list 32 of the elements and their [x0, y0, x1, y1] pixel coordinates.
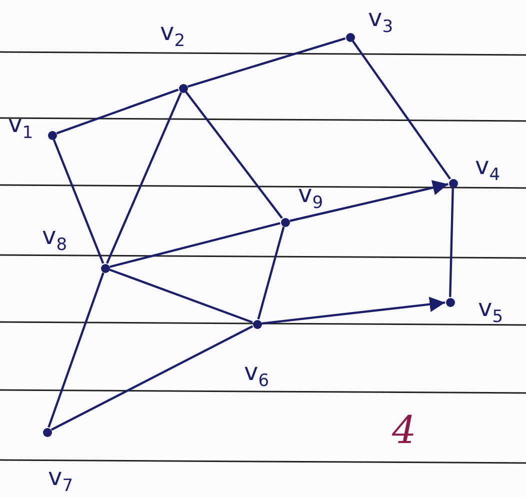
vertex-dot — [448, 178, 458, 188]
edge-line — [110, 222, 280, 268]
edge-line — [52, 139, 104, 264]
vertex-dot — [178, 84, 188, 92]
vertex-label: v$_{1}$ — [8, 112, 34, 142]
edge-line — [109, 268, 253, 324]
vertex-label: v$_{9}$ — [298, 182, 324, 212]
graph-number: 4 — [392, 408, 416, 452]
vertex-dot — [100, 264, 110, 272]
arrow — [262, 296, 446, 325]
vertex-label: v$_{2}$ — [160, 20, 186, 50]
vertex-dot — [252, 320, 262, 328]
edge-line — [352, 40, 452, 180]
vertex-label: v$_{6}$ — [244, 360, 270, 390]
vertex-label: v$_{3}$ — [368, 6, 394, 36]
edge-line — [50, 325, 254, 431]
edge-line — [187, 37, 346, 88]
edge-line — [106, 92, 182, 264]
vertex-dot — [280, 218, 290, 226]
vertex-dot — [346, 32, 354, 42]
vertex-dot — [446, 298, 454, 306]
edge-line — [449, 188, 454, 298]
edge-line — [56, 88, 179, 134]
vertex-dot — [42, 428, 52, 436]
vertex-dot — [48, 130, 56, 140]
vertex-label: v$_{5}$ — [478, 296, 504, 326]
vertex-label: v$_{8}$ — [42, 224, 68, 254]
vertex-label: v$_{7}$ — [48, 465, 74, 495]
vertex-label: v$_{4}$ — [475, 154, 500, 184]
edge-line — [48, 272, 104, 428]
edge-line — [257, 226, 285, 320]
edge-line — [185, 91, 283, 219]
